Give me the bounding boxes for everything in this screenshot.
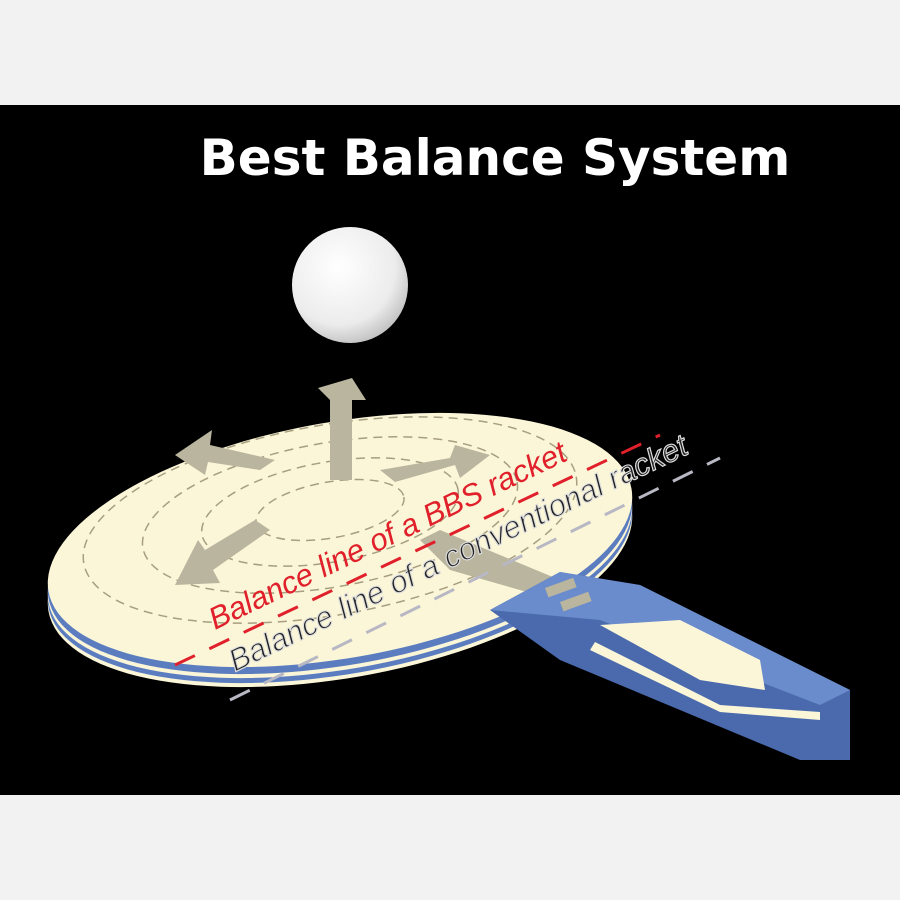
title: Best Balance System [200, 129, 791, 187]
force-arrows [175, 378, 560, 600]
arrow-up-icon [318, 378, 366, 480]
bbs-balance-line [174, 433, 661, 667]
ball [292, 227, 408, 343]
blade [47, 378, 633, 688]
conventional-balance-line [229, 456, 721, 702]
handle [490, 572, 850, 760]
